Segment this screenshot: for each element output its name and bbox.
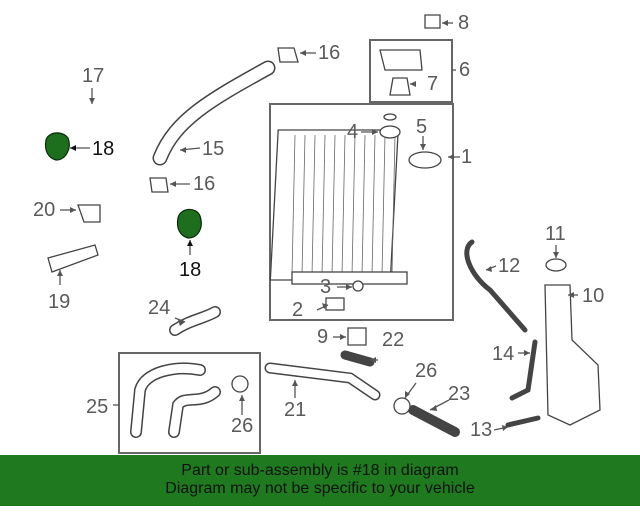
callout-25: 25 [86,396,108,418]
callout-12: 12 [498,255,520,277]
callout-4: 4 [347,121,358,143]
radiator-cap [379,125,401,139]
callout-17: 17 [82,65,104,87]
callout-16b: 16 [193,173,215,195]
stay [47,244,99,273]
bleeder-bolt [424,14,441,29]
lower-hose [154,62,274,164]
callout-19: 19 [48,291,70,313]
drain-plug [325,297,345,311]
arrowheads [57,20,574,431]
hose-23 [408,405,460,437]
callout-18b: 18 [179,259,201,281]
clamp-18-lower [176,208,202,239]
callout-13: 13 [470,419,492,441]
callout-9: 9 [317,326,328,348]
radiator [269,129,408,285]
callout-21: 21 [284,399,306,421]
callout-20: 20 [33,199,55,221]
callout-1: 1 [461,146,472,168]
hose-22 [340,350,375,367]
cap-seal [383,113,397,121]
callout-2: 2 [292,299,303,321]
callout-6: 6 [459,59,470,81]
tank-hose [509,339,538,401]
upper-hose [56,93,189,228]
clamp-26b [393,397,411,415]
drain-oring [352,280,364,292]
callout-26b: 26 [415,360,437,382]
callout-23: 23 [448,383,470,405]
footer-banner: Part or sub-assembly is #18 in diagram D… [0,455,640,506]
hose-25b [169,387,220,437]
callout-11: 11 [545,223,566,245]
tube-13 [505,415,541,428]
callout-24: 24 [148,297,170,319]
hose-holder [77,204,101,223]
callout-8: 8 [458,12,469,34]
callout-5: 5 [416,116,427,138]
cushion [347,327,367,346]
tank-cap [545,258,567,272]
callout-22: 22 [382,329,404,351]
hose-25a [131,363,205,437]
radiator-group-box [269,103,454,321]
parts-diagram: 1 2 3 4 5 6 7 8 9 10 11 12 13 14 15 16 1… [33,12,604,454]
hose-clamp [277,47,299,63]
callout-16a: 16 [318,42,340,64]
bracket-group-box [369,39,453,103]
callout-18a: 18 [92,138,114,160]
footer-line-1: Part or sub-assembly is #18 in diagram [181,462,459,479]
clamp-18-upper [44,132,70,161]
cap-plate [408,151,442,169]
hose-clamp [149,177,169,193]
clamp-26 [231,375,249,393]
callout-14: 14 [492,343,514,365]
callout-3: 3 [320,276,331,298]
callout-7: 7 [427,73,438,95]
bracket [379,49,423,71]
callout-10: 10 [582,285,604,307]
mount-cushion [389,77,411,96]
callout-26a: 26 [231,415,253,437]
hose-group-box [118,352,261,454]
hose-24 [170,307,220,335]
water-pipe [266,364,379,399]
footer-line-2: Diagram may not be specific to your vehi… [165,480,475,497]
callout-15: 15 [202,138,224,160]
overflow-tube [464,239,528,333]
